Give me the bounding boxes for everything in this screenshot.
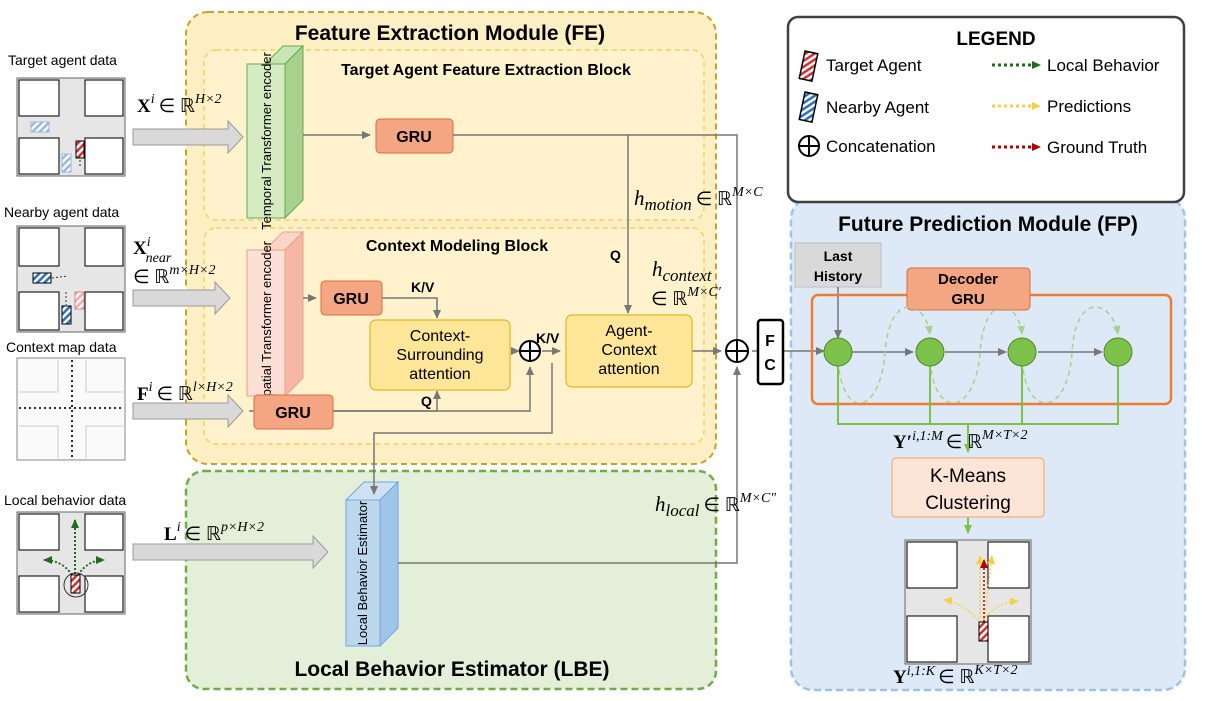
fp-module-box bbox=[789, 195, 1187, 692]
kmeans-box bbox=[891, 457, 1045, 518]
ac-attn-line3: attention bbox=[598, 361, 659, 378]
last-history-line2: History bbox=[814, 268, 862, 284]
local-input-formula: Li∈ ℝp×H×2 bbox=[164, 520, 264, 545]
cs-attn-line1: Context- bbox=[410, 328, 470, 345]
context-input-formula: Fi∈ ℝl×H×2 bbox=[137, 380, 233, 405]
y-formula: Yi,1:K∈ ℝK×T×2 bbox=[893, 663, 1018, 688]
h-context-formula: hcontext bbox=[652, 257, 713, 285]
lbe-block-label: Local Behavior Estimator bbox=[355, 500, 370, 645]
legend-gt-label: Ground Truth bbox=[1047, 138, 1147, 157]
decoder-node-2 bbox=[915, 337, 945, 367]
local-map-thumb bbox=[16, 511, 126, 615]
decoder-label-1: Decoder bbox=[938, 271, 998, 288]
nearby-map-thumb bbox=[16, 225, 126, 333]
target-map-thumb bbox=[16, 77, 126, 177]
target-data-label: Target agent data bbox=[8, 52, 117, 68]
gru-nearby-label: GRU bbox=[333, 291, 369, 308]
local-data-label: Local behavior data bbox=[4, 492, 126, 508]
input-arrows bbox=[132, 119, 329, 570]
temporal-encoder: Temporal Transformer encoder bbox=[246, 44, 305, 230]
target-block-title: Target Agent Feature Extraction Block bbox=[341, 62, 631, 79]
ac-attn-line1: Agent- bbox=[605, 323, 652, 340]
context-surrounding-attention bbox=[369, 319, 511, 391]
concat-node-2 bbox=[725, 339, 749, 363]
nearby-data-label: Nearby agent data bbox=[4, 204, 119, 220]
lbe-title: Local Behavior Estimator (LBE) bbox=[294, 658, 609, 681]
decoder-node-4 bbox=[1103, 337, 1133, 367]
legend-concat-icon bbox=[798, 135, 820, 157]
legend-pred-label: Predictions bbox=[1047, 97, 1131, 116]
target-input-formula: Xi∈ ℝH×2 bbox=[137, 92, 222, 117]
legend-title: LEGEND bbox=[956, 29, 1035, 50]
local-behavior-estimator: Local Behavior Estimator bbox=[344, 480, 400, 648]
fc-block bbox=[756, 318, 785, 386]
decoder-node-3 bbox=[1007, 337, 1037, 367]
prediction-map-thumb bbox=[904, 539, 1032, 665]
fc-label-f: F bbox=[765, 333, 775, 350]
lbe-module-box bbox=[184, 469, 718, 691]
spatial-encoder-label: Spatial Transformer encoder bbox=[259, 240, 274, 405]
legend-local-label: Local Behavior bbox=[1047, 56, 1160, 75]
context-data-label: Context map data bbox=[6, 339, 117, 355]
concat-node-1 bbox=[519, 340, 541, 362]
legend-nearby-icon bbox=[798, 91, 819, 124]
y-prime-formula: Y′i,1:M∈ ℝM×T×2 bbox=[893, 428, 1028, 453]
legend-target-label: Target Agent bbox=[826, 56, 922, 75]
h-context-set: ∈ ℝM×C′ bbox=[651, 285, 722, 310]
fp-title: Future Prediction Module (FP) bbox=[838, 213, 1138, 236]
h-local-formula: hlocal∈ ℝM×C″ bbox=[655, 491, 776, 520]
fe-connectors bbox=[249, 131, 825, 564]
q-label-2: Q bbox=[610, 247, 621, 263]
decoder-label-2: GRU bbox=[951, 291, 984, 308]
kmeans-line1: K-Means bbox=[930, 466, 1006, 487]
gru-context bbox=[253, 394, 334, 430]
kmeans-line2: Clustering bbox=[925, 493, 1011, 514]
ac-attn-line2: Context bbox=[601, 342, 657, 359]
cs-attn-line2: Surrounding bbox=[396, 347, 483, 364]
gru-target bbox=[375, 118, 454, 154]
gru-context-label: GRU bbox=[275, 405, 311, 422]
legend-target-icon bbox=[798, 50, 819, 83]
gru-nearby bbox=[320, 280, 383, 316]
q-label-1: Q bbox=[421, 393, 432, 409]
temporal-encoder-label: Temporal Transformer encoder bbox=[259, 51, 274, 229]
fe-title: Feature Extraction Module (FE) bbox=[295, 22, 605, 45]
agent-context-attention bbox=[565, 314, 693, 388]
h-motion-formula: hmotion∈ ℝM×C bbox=[634, 185, 763, 214]
context-map-thumb bbox=[16, 357, 126, 461]
cs-attn-line3: attention bbox=[409, 366, 470, 383]
context-block-title: Context Modeling Block bbox=[366, 238, 548, 255]
kv-label-1: K/V bbox=[411, 279, 435, 295]
last-history-box bbox=[794, 242, 882, 288]
legend-concat-label: Concatenation bbox=[826, 137, 936, 156]
decoder-node-1 bbox=[823, 337, 853, 367]
legend: LEGEND Target Agent Nearby Agent Concate… bbox=[786, 15, 1186, 204]
legend-nearby-label: Nearby Agent bbox=[826, 98, 929, 117]
last-history-line1: Last bbox=[824, 248, 853, 264]
decoder-connectors bbox=[837, 306, 1121, 534]
gru-target-label: GRU bbox=[396, 129, 432, 146]
kv-label-2: K/V bbox=[536, 330, 560, 346]
fc-label-c: C bbox=[764, 357, 776, 374]
nearby-input-set: ∈ ℝm×H×2 bbox=[133, 263, 215, 288]
spatial-encoder: Spatial Transformer encoder bbox=[246, 230, 305, 405]
decoder-gru-box bbox=[906, 267, 1031, 311]
